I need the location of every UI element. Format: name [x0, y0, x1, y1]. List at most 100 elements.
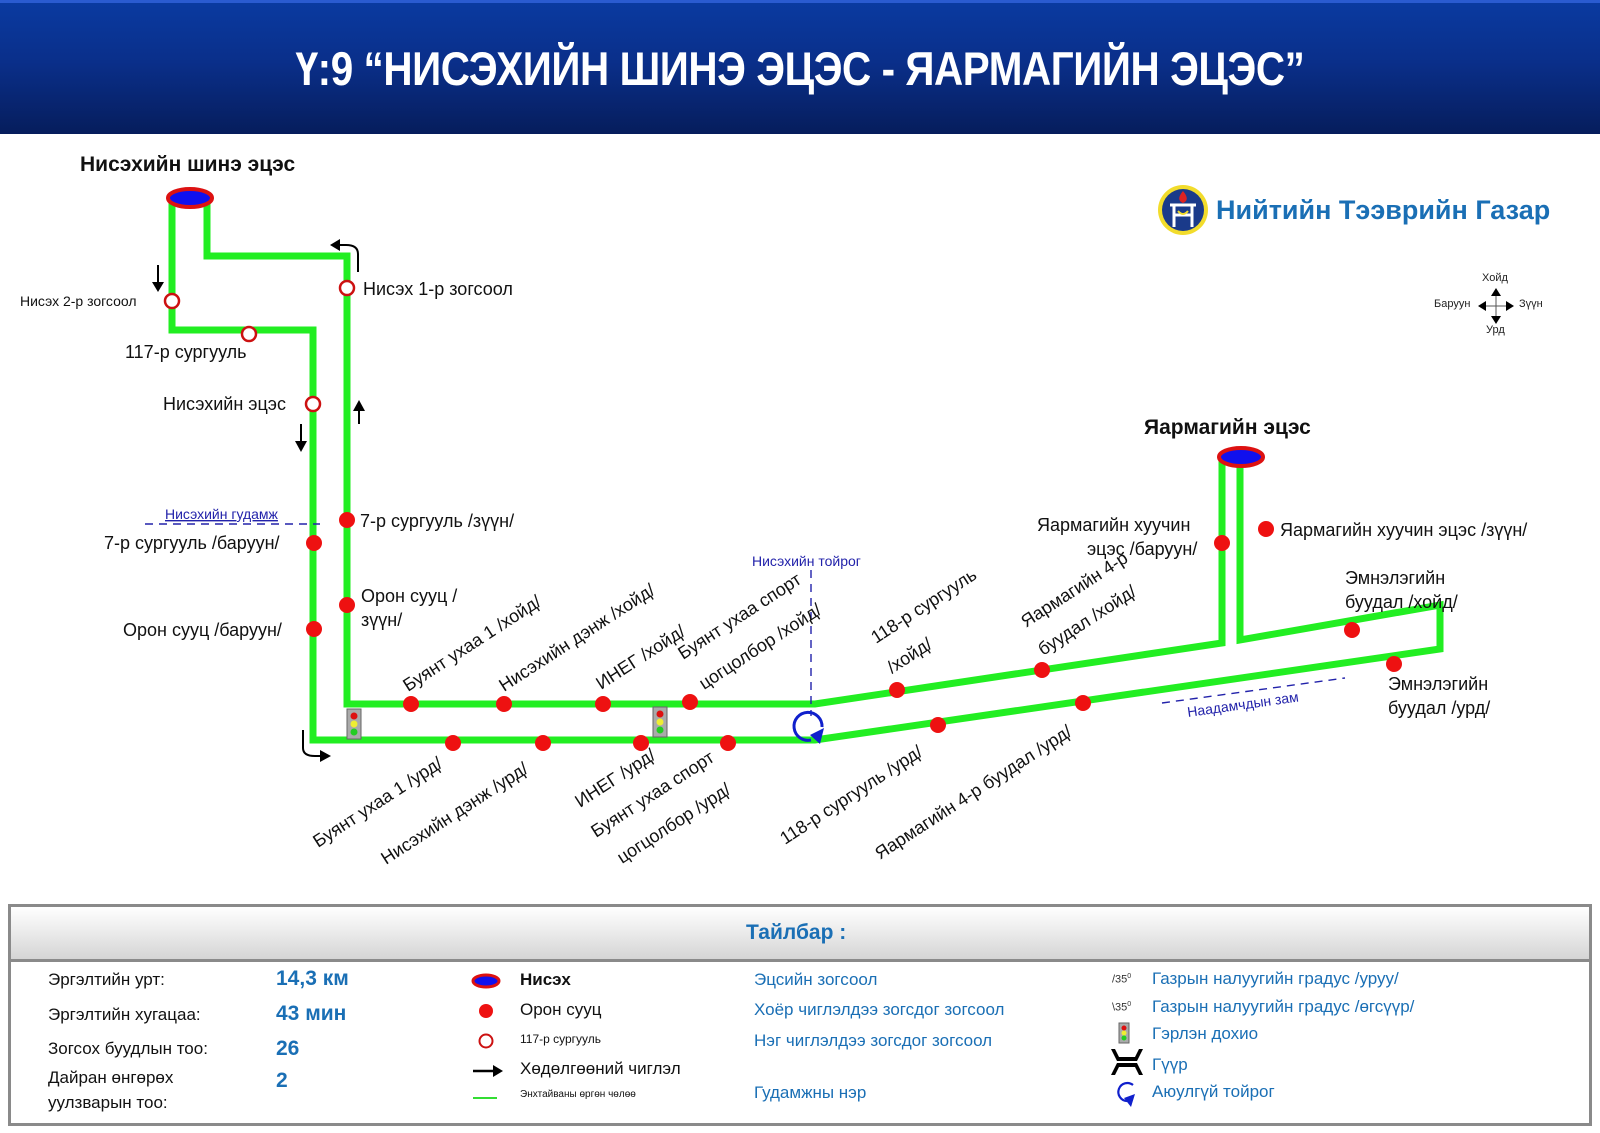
direction-arrows	[152, 239, 365, 762]
stop-label-school117: 117-р сургууль	[125, 342, 247, 362]
compass-south: Урд	[1486, 324, 1505, 336]
arrow-up-icon	[353, 400, 365, 424]
stop-school117	[240, 325, 258, 343]
stop-ineg-n	[595, 696, 611, 712]
stop-hosp-s	[1386, 656, 1402, 672]
compass-arrows-icon	[1478, 288, 1514, 324]
street-label-nisekh-toirog: Нисэхийн тойрог	[752, 553, 861, 569]
legend-symbols	[471, 973, 503, 1099]
arrow-turn-right-icon	[302, 730, 331, 762]
title-banner: Ү:9 “НИСЭХИЙН ШИНЭ ЭЦЭС - ЯАРМАГИЙН ЭЦЭС…	[0, 0, 1600, 134]
stop-old-e	[1258, 521, 1274, 537]
stop-label-nisekh-etses: Нисэхийн эцэс	[163, 394, 286, 414]
legend-label-arrow: Хөдөлгөөний чиглэл	[520, 1059, 681, 1078]
terminal-oval-icon	[471, 973, 501, 989]
traffic-light-icon	[346, 708, 362, 740]
legend-desc-filled: Хоёр чиглэлдээ зогсдог зогсоол	[754, 1000, 1005, 1019]
stop-label-old-e: Яармагийн хуучин эцэс /зүүн/	[1280, 520, 1527, 540]
legend-title: Тайлбар :	[746, 921, 847, 944]
stat-stops-value: 26	[276, 1037, 300, 1060]
route-segment-west-loop	[168, 196, 1444, 744]
route-segment-east-loop	[203, 196, 1226, 708]
street-label-nisekh-gudamzh: Нисэхийн гудамж	[165, 506, 279, 522]
legend-label-terminal: Нисэх	[520, 970, 571, 989]
stop-label-oron-e-1: Орон сууц /	[361, 586, 457, 606]
stat-duration-label: Эргэлтийн хугацаа:	[48, 1005, 201, 1024]
street-line-naadamchdyn-zam	[1161, 677, 1346, 704]
hollow-stops	[163, 279, 356, 413]
terminal-start-label: Нисэхийн шинэ эцэс	[80, 153, 295, 176]
stop-school118-s	[930, 717, 946, 733]
terminal-oval-icon	[1217, 446, 1265, 468]
legend-desc-line: Гудамжны нэр	[754, 1083, 867, 1102]
roundabout-icon	[792, 710, 824, 744]
stop-nisekh1	[338, 279, 356, 297]
hollow-stop-icon	[478, 1033, 494, 1049]
route-map: Нисэхийн гудамж Нисэхийн тойрог Наадамчд…	[20, 153, 1527, 868]
slope-down-icon: /350	[1112, 973, 1132, 986]
stop-buyant1-s	[445, 735, 461, 751]
stop-label-sport-s-2: цогцолбор /урд/	[613, 779, 734, 867]
stop-buyant1-n	[403, 696, 419, 712]
traffic-light-icon	[652, 706, 668, 738]
compass-north: Хойд	[1482, 272, 1508, 284]
stop-label-school118-n-2: /хойд/	[883, 634, 935, 678]
stop-yarmag4-n	[1034, 662, 1050, 678]
ntg-emblem-icon	[1158, 185, 1208, 235]
slope-up-icon: \350	[1112, 1001, 1132, 1014]
stop-label-oron-e-2: зүүн/	[361, 610, 402, 630]
stop-nisekh-etses	[304, 395, 322, 413]
street-dashes	[145, 523, 1346, 716]
stop-school7-w	[306, 535, 322, 551]
stat-intersections-label-1: Дайран өнгөрөх	[48, 1068, 174, 1087]
compass-west: Баруун	[1434, 298, 1471, 310]
stop-school118-n	[889, 682, 905, 698]
stop-sport-n	[682, 694, 698, 710]
stop-label-nisekh1: Нисэх 1-р зогсоол	[363, 279, 513, 299]
legend-label-hollow: 117-р сургууль	[520, 1032, 602, 1046]
filled-stop-icon	[479, 1004, 493, 1018]
brand-name: Нийтийн Тээврийн Газар	[1216, 194, 1551, 225]
roundabout-icon	[1117, 1081, 1135, 1107]
stop-nisekh2	[163, 292, 181, 310]
route-line	[168, 196, 1444, 744]
stop-label-oron-w: Орон сууц /баруун/	[123, 620, 282, 640]
stop-sport-s	[720, 735, 736, 751]
legend-bridge: Гүүр	[1152, 1055, 1188, 1074]
stat-length-value: 14,3 км	[276, 967, 349, 990]
stop-label-old-w-1: Яармагийн хуучин	[1037, 515, 1190, 535]
stop-label-hosp-n-2: буудал /хойд/	[1345, 592, 1458, 612]
stop-hosp-n	[1344, 622, 1360, 638]
stop-label-ineg-n: ИНЕГ /хойд/	[592, 621, 688, 693]
legend-desc-hollow: Нэг чиглэлдээ зогсдог зогсоол	[754, 1031, 993, 1050]
stop-label-hosp-s-2: буудал /урд/	[1388, 698, 1490, 718]
stat-length-label: Эргэлтийн урт:	[48, 970, 165, 989]
direction-arrow-icon	[473, 1065, 503, 1077]
arrow-down-icon	[295, 424, 307, 452]
stop-label-yarmag4-s: Яармагийн 4-р буудал /урд/	[871, 721, 1075, 863]
arrow-down-icon	[152, 265, 164, 292]
legend-traffic-light: Гэрлэн дохио	[1152, 1024, 1259, 1043]
compass-east: Зүүн	[1519, 298, 1543, 310]
legend-desc-terminal: Эцсийн зогсоол	[754, 970, 878, 989]
stop-old-w	[1214, 535, 1230, 551]
stat-stops-label: Зогсох буудлын тоо:	[48, 1039, 208, 1058]
legend-panel: Тайлбар : Эргэлтийн урт: 14,3 км Эргэлти…	[8, 904, 1592, 1126]
arrow-turn-left-icon	[330, 239, 359, 272]
stop-denzh-n	[496, 696, 512, 712]
legend-header: Тайлбар :	[11, 907, 1589, 962]
stop-label-school7-e: 7-р сургууль /зүүн/	[360, 511, 514, 531]
bridge-icon	[1111, 1049, 1143, 1075]
stop-ineg-s	[633, 735, 649, 751]
legend-label-line: Энхтайваны өргөн чөлөө	[520, 1089, 636, 1100]
stat-intersections-label-2: уулзварын тоо:	[48, 1093, 168, 1112]
filled-stops	[306, 512, 1402, 751]
stop-oron-e	[339, 597, 355, 613]
terminal-oval-icon	[166, 187, 214, 209]
brand: Нийтийн Тээврийн Газар	[1156, 183, 1550, 237]
legend-label-filled: Орон сууц	[520, 1000, 602, 1019]
stop-label-hosp-n-1: Эмнэлэгийн	[1345, 568, 1445, 588]
stat-duration-value: 43 мин	[276, 1002, 347, 1025]
stop-yarmag4-s	[1075, 695, 1091, 711]
stop-school7-e	[339, 512, 355, 528]
